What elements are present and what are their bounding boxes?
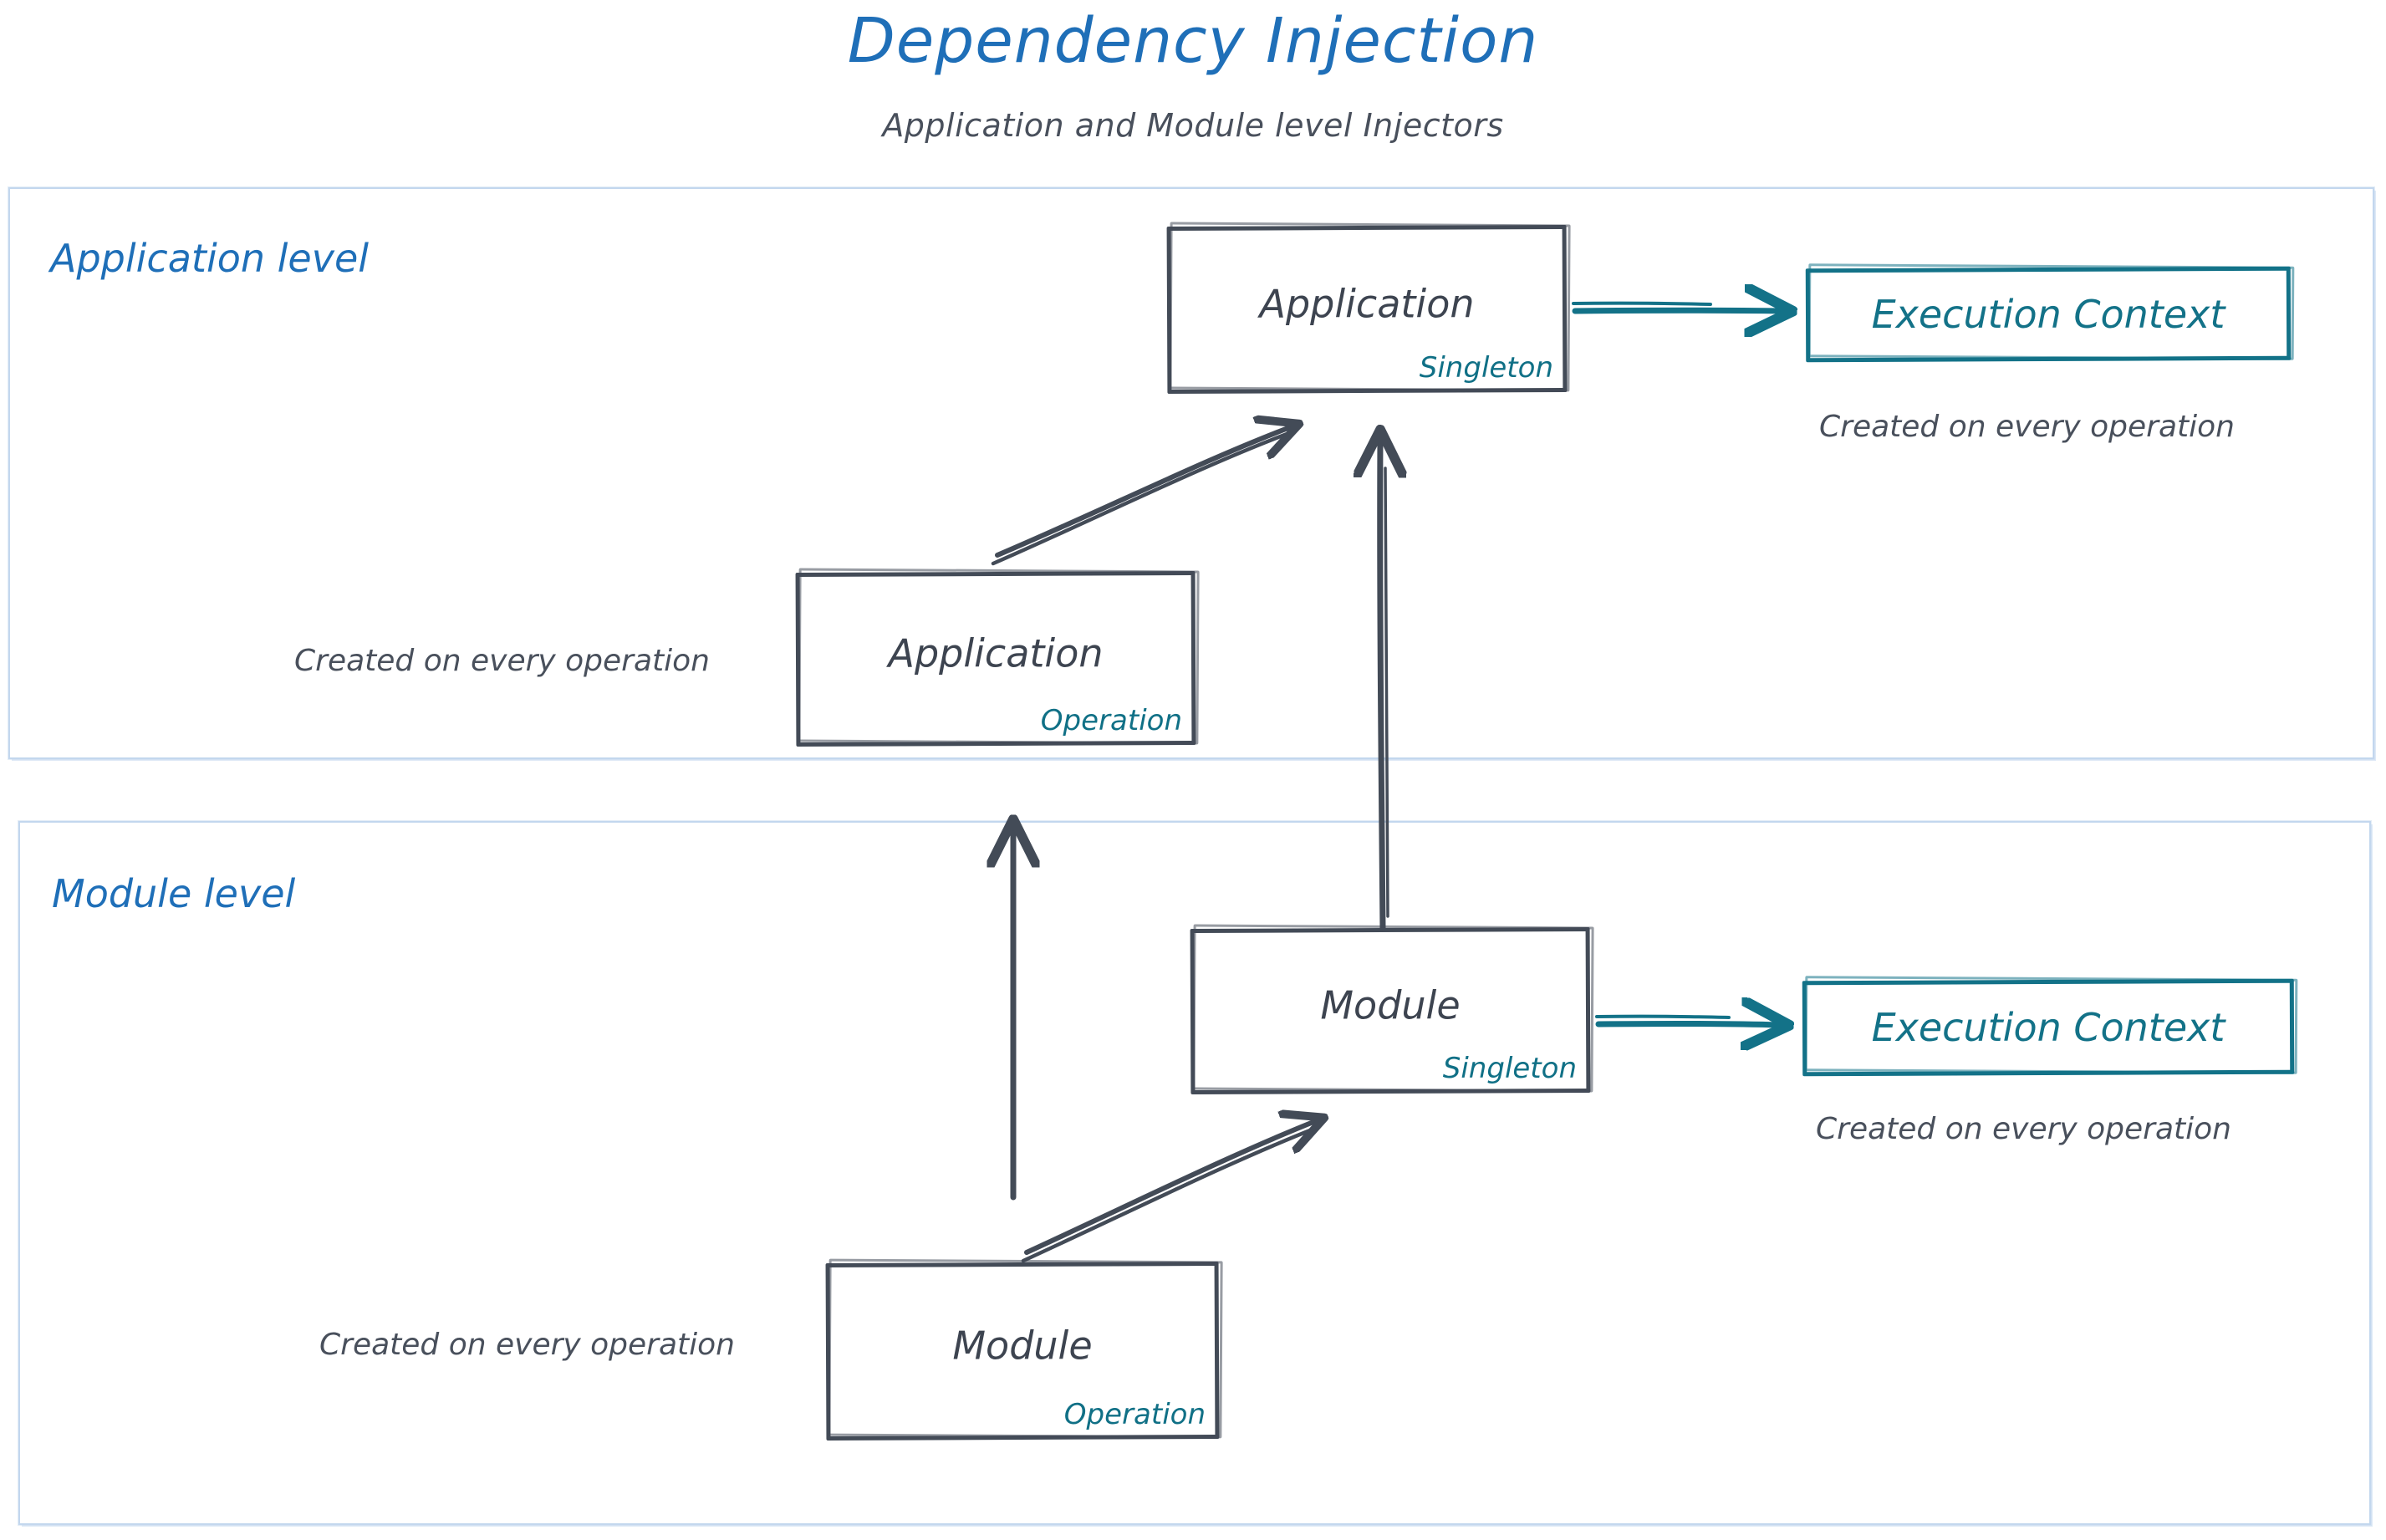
node-application-singleton[interactable]: Application Singleton [1166, 222, 1571, 395]
node-execution-context-application[interactable]: Execution Context [1805, 263, 2295, 363]
caption-application-operation: Created on every operation [294, 644, 710, 678]
node-scope-badge: Operation [1040, 704, 1182, 737]
node-label: Application [1259, 281, 1475, 327]
level-label-module: Module level [52, 871, 296, 916]
level-container-application [8, 187, 2374, 759]
page-title: Dependency Injection [847, 5, 1539, 77]
node-label: Module [1320, 982, 1461, 1028]
node-execution-context-module[interactable]: Execution Context [1802, 976, 2298, 1077]
node-label: Application [888, 630, 1104, 676]
node-scope-badge: Operation [1063, 1398, 1206, 1431]
level-label-application: Application level [50, 236, 370, 281]
caption-execution-context-application: Created on every operation [1819, 410, 2235, 444]
node-module-operation[interactable]: Module Operation [825, 1258, 1223, 1441]
node-label: Execution Context [1871, 292, 2225, 337]
caption-module-operation: Created on every operation [319, 1328, 735, 1362]
node-scope-badge: Singleton [1419, 351, 1553, 385]
node-application-operation[interactable]: Application Operation [795, 568, 1200, 747]
page-subtitle: Application and Module level Injectors [882, 107, 1504, 144]
node-label: Execution Context [1871, 1005, 2225, 1050]
node-scope-badge: Singleton [1442, 1052, 1577, 1085]
caption-execution-context-module: Created on every operation [1816, 1112, 2231, 1146]
level-container-module [18, 821, 2371, 1525]
node-module-singleton[interactable]: Module Singleton [1190, 924, 1594, 1095]
node-label: Module [952, 1323, 1093, 1369]
